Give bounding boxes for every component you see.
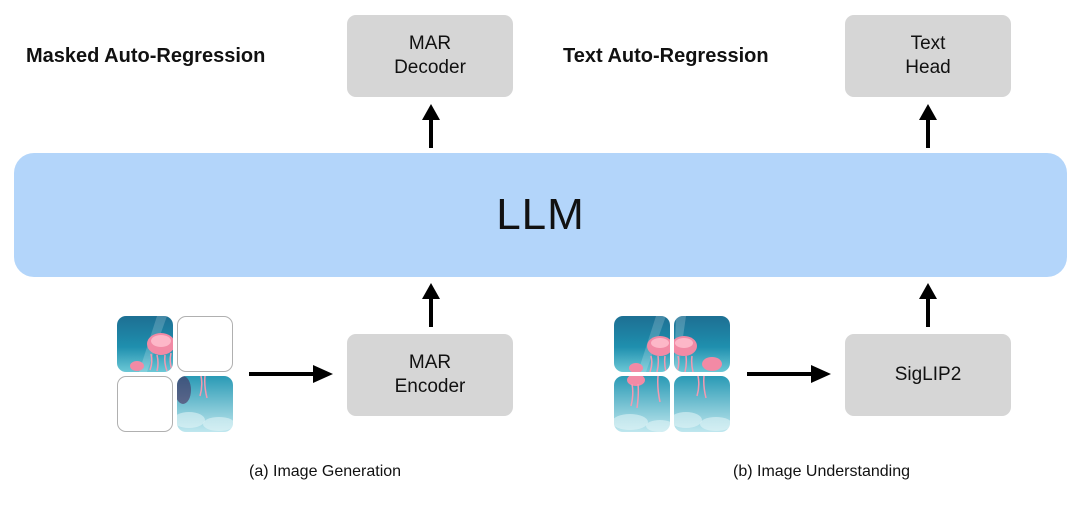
text-head-line-1: Text [910,33,946,54]
jellyfish-image-tile [674,316,730,372]
caption-image-understanding: (b) Image Understanding [733,463,910,480]
up-arrow-icon [919,283,937,327]
mar-encoder-box: MAR Encoder [347,334,513,416]
jellyfish-image-tile [177,376,233,432]
text-head-line-2: Head [905,57,951,78]
jellyfish-image-tile [614,376,670,432]
mar-encoder-line-2: Encoder [394,376,466,397]
llm-label: LLM [496,190,585,239]
right-arrow-icon [747,365,831,383]
masked-image-tile [117,376,173,432]
mar-decoder-box: MAR Decoder [347,15,513,97]
up-arrow-icon [422,283,440,327]
heading-masked-auto-regression: Masked Auto-Regression [26,45,266,67]
siglip2-label: SigLIP2 [894,364,962,385]
jellyfish-image-tile [674,376,730,432]
jellyfish-image-tile [117,316,173,372]
text-head-box: Text Head [845,15,1011,97]
masked-image-tile [177,316,233,372]
llm-block: LLM [14,153,1067,277]
up-arrow-icon [919,104,937,148]
mar-decoder-line-1: MAR [408,33,452,54]
siglip2-box: SigLIP2 [845,334,1011,416]
jellyfish-image-tile [614,316,670,372]
caption-image-generation: (a) Image Generation [249,463,402,480]
mar-decoder-line-2: Decoder [394,57,466,78]
up-arrow-icon [422,104,440,148]
heading-text-auto-regression: Text Auto-Regression [563,45,769,67]
right-arrow-icon [249,365,333,383]
mar-encoder-line-1: MAR [408,352,452,373]
